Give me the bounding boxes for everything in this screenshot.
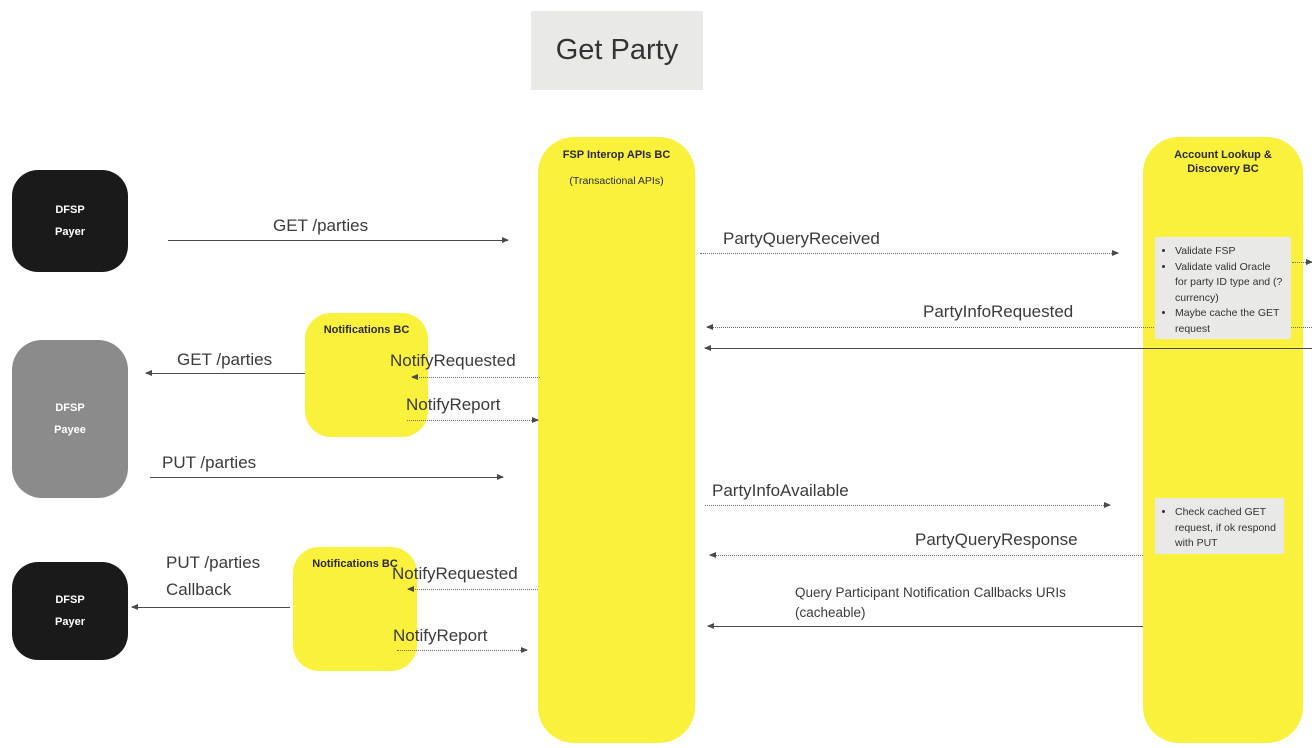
actor-dfsp-payer-bottom: DFSP Payer: [12, 562, 128, 660]
lifeline-fsp-interop-apis-bc: FSP Interop APIs BC (Transactional APIs): [538, 137, 695, 743]
actor-label: DFSP: [55, 204, 85, 216]
message-label-notify-report-bottom: NotifyReport: [393, 626, 488, 645]
message-line-query-callbacks-uris: [707, 623, 1143, 629]
message-label-put-parties: PUT /parties: [162, 453, 257, 472]
arrowhead-right-icon: [1306, 259, 1312, 265]
box-label: Notifications BC: [323, 324, 410, 336]
arrowhead-right-icon: [497, 474, 504, 480]
arrowhead-left-icon: [707, 623, 714, 629]
message-label-notify-requested-bottom: NotifyRequested: [392, 564, 518, 583]
box-notifications-bc-bottom: Notifications BC: [293, 547, 417, 671]
box-label: Notifications BC: [312, 558, 398, 570]
message-label-get-parties-payee: GET /parties: [177, 350, 273, 369]
arrowhead-left-icon: [709, 552, 716, 558]
arrowhead-right-icon: [521, 647, 528, 653]
note-item: Maybe cache the GET request: [1175, 306, 1287, 337]
message-label-notify-requested-top: NotifyRequested: [390, 351, 516, 370]
lifeline-label: Account Lookup & Discovery BC: [1174, 149, 1272, 175]
actor-label: Payer: [55, 616, 85, 628]
arrowhead-left-icon: [131, 604, 138, 610]
arrowhead-right-icon: [1112, 250, 1119, 256]
lifeline-label: FSP Interop APIs BC: [562, 149, 671, 161]
message-line-get-parties-top: [168, 237, 509, 243]
box-notifications-bc-top: Notifications BC: [305, 313, 428, 437]
message-line-put-parties-callback: [131, 604, 290, 610]
message-label-party-info-requested: PartyInfoRequested: [923, 302, 1074, 321]
actor-dfsp-payer-top: DFSP Payer: [12, 170, 128, 272]
arrowhead-left-icon: [704, 345, 711, 351]
arrowhead-right-icon: [532, 417, 539, 423]
lifeline-sublabel: (Transactional APIs): [569, 175, 664, 187]
message-label-put-parties-callback: PUT /parties Callback: [166, 553, 261, 599]
arrowhead-left-icon: [706, 324, 713, 330]
message-line-return-solid: [704, 345, 1312, 351]
note-validate-fsp: Validate FSP Validate valid Oracle for p…: [1155, 237, 1291, 339]
message-line-get-parties-payee: [145, 370, 305, 376]
actor-label: Payer: [55, 226, 85, 238]
note-item: Check cached GET request, if ok respond …: [1175, 505, 1280, 552]
note-check-cached-get: Check cached GET request, if ok respond …: [1155, 498, 1284, 554]
message-label-notify-report-top: NotifyReport: [406, 395, 501, 414]
message-line-notify-report-bottom: [397, 647, 528, 653]
arrowhead-right-icon: [1104, 502, 1111, 508]
note-item: Validate FSP: [1175, 244, 1287, 260]
actor-label: DFSP: [55, 594, 85, 606]
arrowhead-left-icon: [145, 370, 152, 376]
message-line-notify-report-top: [407, 417, 539, 423]
diagram-title: Get Party: [531, 11, 703, 90]
message-line-party-query-received: [700, 250, 1119, 256]
lifeline-account-lookup-discovery-bc: Account Lookup & Discovery BC: [1143, 137, 1303, 743]
message-label-party-query-received: PartyQueryReceived: [723, 229, 880, 248]
message-line-party-info-requested: [706, 324, 1312, 330]
arrowhead-left-icon: [411, 374, 418, 380]
message-line-put-parties: [150, 474, 504, 480]
arrowhead-left-icon: [407, 586, 414, 592]
message-line-party-info-available: [705, 502, 1111, 508]
message-label-party-query-response: PartyQueryResponse: [915, 530, 1078, 549]
actor-label: DFSP: [55, 402, 85, 414]
message-label-get-parties-top: GET /parties: [273, 216, 369, 235]
actor-label: Payee: [54, 424, 86, 436]
message-line-oracle-stub: [1292, 259, 1312, 265]
note-item: Validate valid Oracle for party ID type …: [1175, 260, 1287, 307]
actor-dfsp-payee: DFSP Payee: [12, 340, 128, 498]
message-line-party-query-response: [709, 552, 1143, 558]
arrowhead-right-icon: [502, 237, 509, 243]
message-line-notify-requested-top: [411, 374, 540, 380]
message-label-query-callbacks-uris: Query Participant Notification Callbacks…: [795, 585, 1066, 620]
message-line-notify-requested-bottom: [407, 586, 538, 592]
message-label-party-info-available: PartyInfoAvailable: [712, 481, 849, 500]
